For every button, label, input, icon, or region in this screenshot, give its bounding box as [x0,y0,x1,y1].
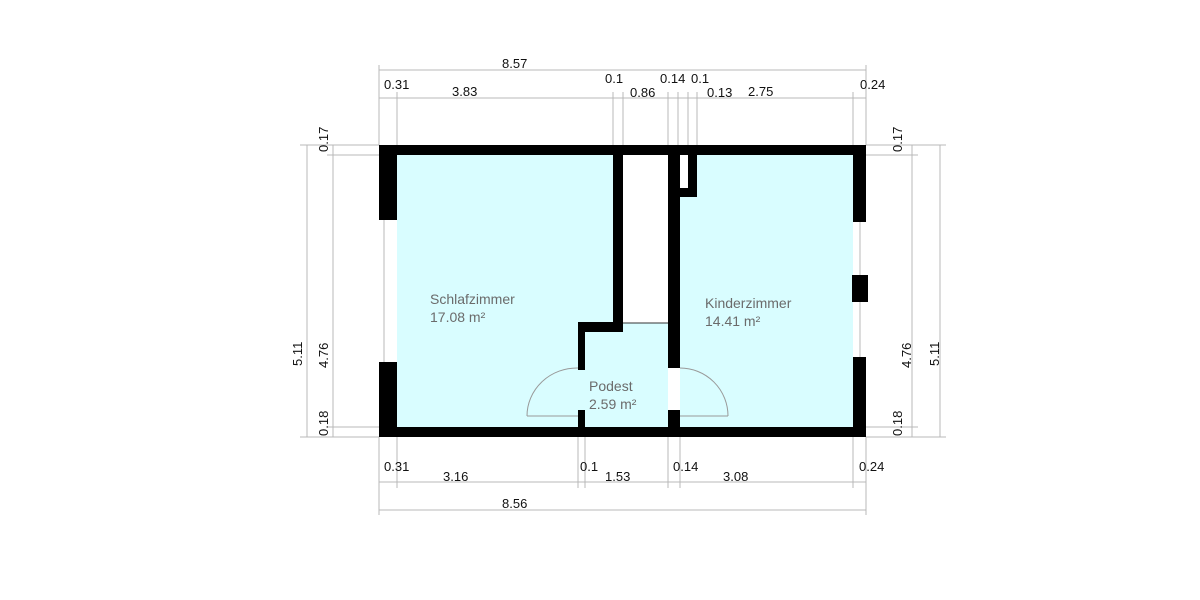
dim-left-bottom: 0.18 [316,411,331,436]
dim-bottom: 3.08 [723,469,748,484]
room-area-podest: 2.59 m² [589,396,637,412]
schlafzimmer-fill [397,155,613,427]
kinderzimmer-fill [680,155,853,427]
room-name-schlafzimmer: Schlafzimmer [430,291,515,307]
dim-right-inner: 4.76 [899,343,914,368]
dim-top: 0.13 [707,85,732,100]
dim-bottom-total: 8.56 [502,496,527,511]
room-name-podest: Podest [589,378,633,394]
dim-right-total: 5.11 [927,342,942,366]
dim-bottom: 0.14 [673,459,698,474]
dim-top: 0.24 [860,77,885,92]
podest-fill [585,323,668,427]
dim-top: 2.75 [748,84,773,99]
room-area-kinderzimmer: 14.41 m² [705,313,761,329]
dim-top: 3.83 [452,84,477,99]
walls [379,145,868,437]
room-fills [397,155,853,427]
dim-right-top: 0.17 [890,127,905,152]
dim-bottom: 3.16 [443,469,468,484]
dim-top: 0.31 [384,77,409,92]
dim-bottom: 0.1 [580,459,598,474]
chimney-fill [678,155,688,190]
dim-bottom: 0.24 [859,459,884,474]
dim-top: 0.1 [691,71,709,86]
dim-top: 0.86 [630,85,655,100]
room-area-schlafzimmer: 17.08 m² [430,309,486,325]
dim-bottom: 0.31 [384,459,409,474]
dim-left-total: 5.11 [290,342,305,366]
room-name-kinderzimmer: Kinderzimmer [705,295,792,311]
dim-right-bottom: 0.18 [890,411,905,436]
dim-top-total: 8.57 [502,56,527,71]
dim-top: 0.14 [660,71,685,86]
dim-top: 0.1 [605,71,623,86]
dim-left-top: 0.17 [316,127,331,152]
dim-left-inner: 4.76 [316,343,331,368]
dim-bottom: 1.53 [605,469,630,484]
